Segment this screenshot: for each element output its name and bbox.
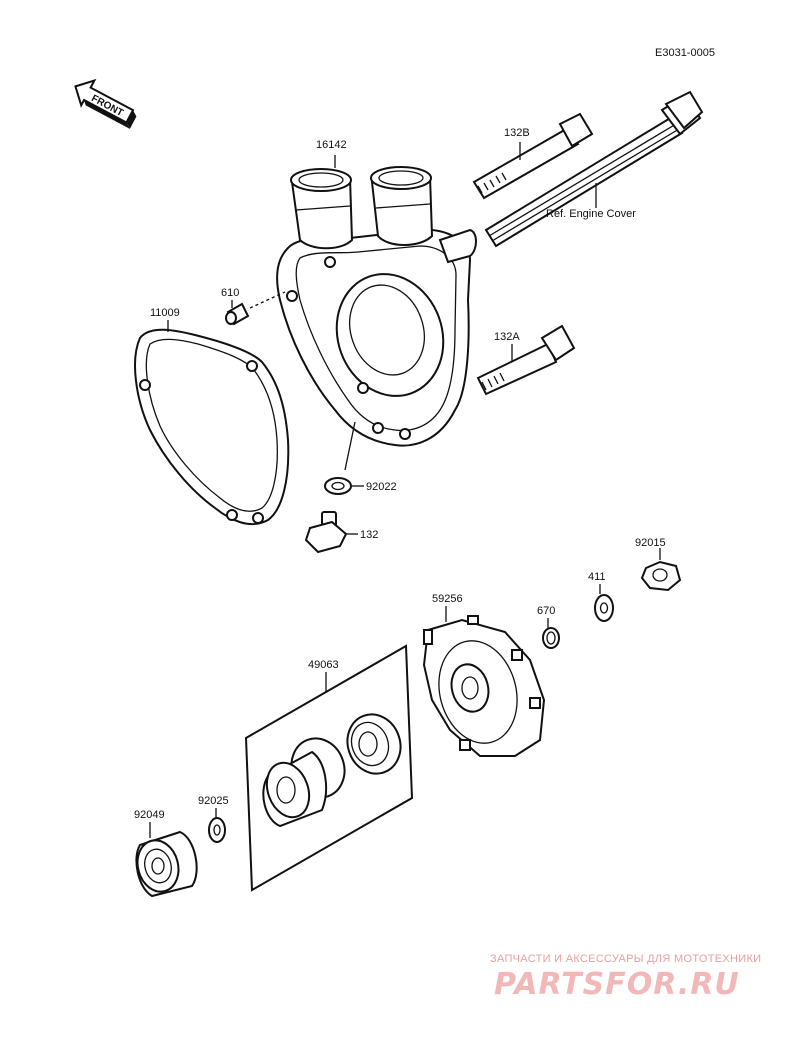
diagram-code: E3031-0005 [655,47,715,59]
label-670: 670 [537,605,555,617]
label-59256: 59256 [432,593,463,605]
label-49063: 49063 [308,659,339,671]
front-arrow-icon: FRONT [74,78,137,129]
label-411: 411 [588,571,606,583]
drain-bolt-132 [304,511,358,554]
dowel-pin-610 [225,291,286,326]
watermark-tagline: ЗАПЧАСТИ И АКСЕССУАРЫ ДЛЯ МОТОТЕХНИКИ [490,953,761,965]
label-92049: 92049 [134,809,165,821]
label-11009: 11009 [150,307,180,319]
watermark-brand: PARTSFOR.RU [494,967,740,1002]
water-pump-cover-16142 [276,155,477,471]
washer-92022 [324,477,364,495]
label-610: 610 [221,287,239,299]
washer-92025 [208,808,226,843]
bearing-92049 [135,822,198,898]
label-132: 132 [360,529,378,541]
label-16142: 16142 [316,139,347,151]
label-132a: 132A [494,331,520,343]
bolt-132a [476,324,576,396]
o-ring-670 [542,618,560,649]
bolt-132b [472,112,594,200]
long-bolt-engine-cover [484,90,704,248]
label-92015: 92015 [635,537,666,549]
label-ref-engine-cover: Ref. Engine Cover [546,208,636,220]
impeller-59256 [422,606,546,757]
label-92025: 92025 [198,795,229,807]
nut-92015 [640,548,682,592]
label-132b: 132B [504,127,530,139]
gasket-11009 [134,320,290,526]
seal-kit-49063 [244,644,414,892]
label-92022: 92022 [366,481,397,493]
washer-411 [594,584,614,622]
